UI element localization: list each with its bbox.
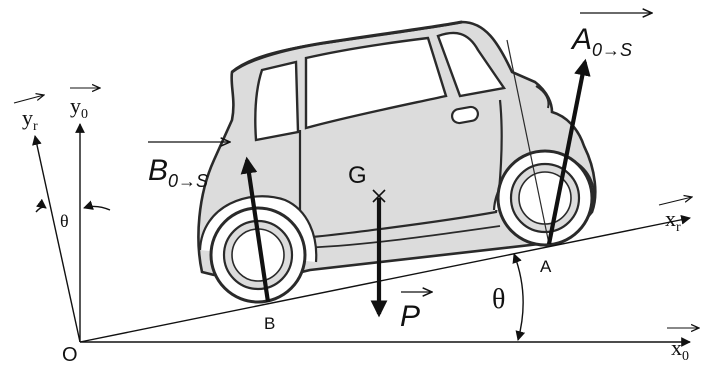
yr-vector-bar	[13, 95, 44, 104]
car-windshield	[436, 31, 507, 98]
car-rear-wheel	[209, 206, 307, 304]
x0-label: x0	[671, 335, 689, 364]
car-side-window	[304, 36, 448, 130]
xr-axis	[79, 214, 691, 343]
theta-arc-slope	[512, 253, 526, 341]
normal-line-at-a	[506, 39, 550, 245]
car-roof	[231, 20, 463, 74]
theta-axes-label: θ	[60, 211, 69, 231]
force-a-label: A0→S	[570, 23, 632, 60]
car-rear-window	[254, 60, 300, 142]
car-front-wheel	[496, 149, 594, 247]
theta-arc-axes	[35, 198, 111, 213]
xr-label: xr	[665, 206, 681, 235]
y0-label: y0	[70, 93, 88, 122]
point-b-label: B	[264, 314, 275, 333]
car-door	[298, 99, 503, 240]
force-b-arrow	[240, 156, 271, 303]
car-illustration	[197, 20, 597, 304]
yr-label: yr	[22, 105, 38, 134]
weight-label: P	[400, 300, 420, 333]
yr-axis	[32, 135, 81, 343]
car-headlight	[535, 85, 550, 109]
xr-vector-bar	[658, 197, 692, 206]
theta-slope-label: θ	[492, 284, 505, 315]
center-of-gravity-mark	[372, 189, 386, 203]
force-a-arrow	[546, 58, 591, 245]
point-a-label: A	[540, 257, 552, 276]
car-door-handle	[450, 105, 480, 125]
origin-label: O	[62, 344, 78, 365]
car-skirt	[299, 225, 501, 249]
force-b-label: B0→S	[148, 154, 208, 191]
point-g-label: G	[348, 162, 367, 189]
coordinate-axes	[32, 123, 691, 347]
